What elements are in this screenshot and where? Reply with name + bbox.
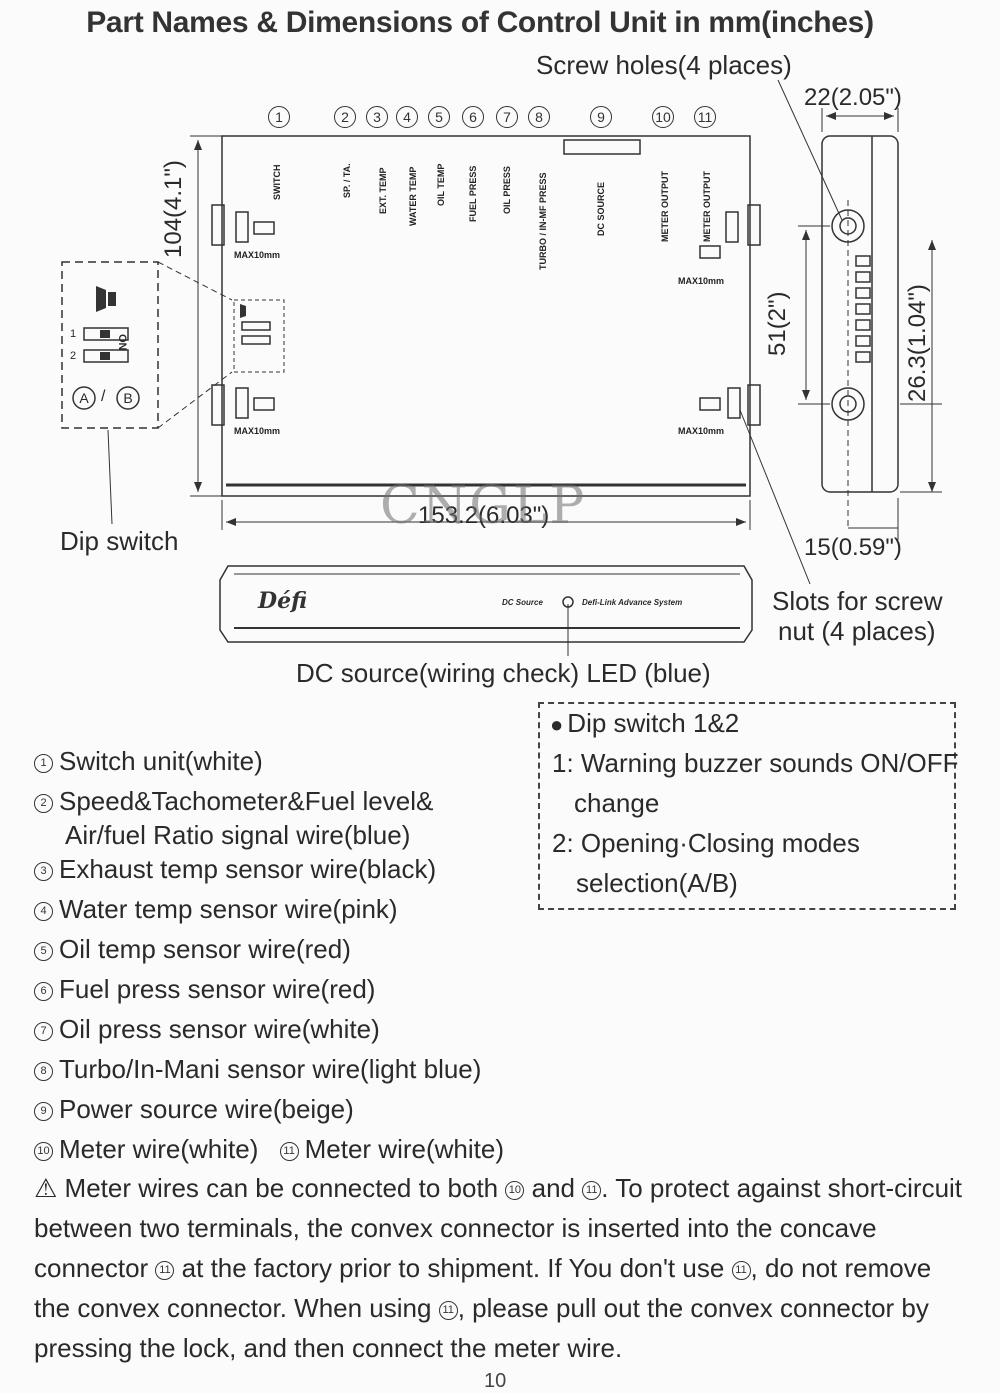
front-view-body [219,565,753,643]
dip-info-line2: 2: Opening·Closing modes [552,828,860,858]
dip-info-line2b: selection(A/B) [576,868,738,898]
connector-number-7: 7 [496,106,518,128]
front-system-label: Defi-Link Advance System [582,598,683,607]
connector-number-8: 8 [528,106,550,128]
dip-info-heading: ●Dip switch 1&2 [550,708,740,738]
side-view-body [821,135,899,493]
connector-label-meter-output-1: METER OUTPUT [660,171,670,242]
connector-label-water-temp: WATER TEMP [408,166,418,226]
dip-switch-info-box: ●Dip switch 1&2 1: Warning buzzer sounds… [538,702,959,910]
bottom-offset-dimension: 15(0.59") [804,534,902,561]
screw-holes-label: Screw holes(4 places) [536,50,792,80]
connector-label-switch: SWITCH [272,164,282,201]
slots-label-line1: Slots for screw [772,586,943,616]
warning-note: ⚠ Meter wires can be connected to both 1… [34,1173,963,1363]
connector-number-3: 3 [366,106,388,128]
connector-number-2: 2 [334,106,356,128]
page-number: 10 [484,1370,507,1392]
dip-sw2-label: 2 [70,350,77,362]
warning-icon: ⚠ [34,1173,58,1203]
max-label-bottom-left: MAX10mm [234,426,281,436]
connector-number-9: 9 [590,106,612,128]
dip-switch-label: Dip switch [60,526,179,556]
height-dimension: 104(4.1") [160,160,187,258]
depth-dimension: 22(2.05") [804,84,902,111]
width-dimension: 153.2(6.03") [418,502,550,529]
dip-info-line1: 1: Warning buzzer sounds ON/OFF [552,748,959,778]
top-view-body [221,135,751,497]
connector-label-dc-source: DC SOURCE [596,181,606,236]
connector-label-sp-ta: SP. / TA. [342,163,352,198]
max-label-bottom-right: MAX10mm [678,426,725,436]
connector-number-10: 10 [652,106,674,128]
led-label: DC source(wiring check) LED (blue) [296,658,711,688]
connector-number-1: 1 [268,106,290,128]
legend-item: Air/fuel Ratio signal wire(blue) [65,820,411,850]
side-offset-dimension: 26.3(1.04") [904,284,931,402]
hole-spacing-dimension: 51(2") [764,291,791,356]
bullet-icon: ● [550,712,564,737]
connector-label-oil-press: OIL PRESS [502,166,512,214]
power-connector-notch [563,139,641,155]
brand-logo: Défi [258,588,308,614]
connector-label-fuel-press: FUEL PRESS [468,165,478,222]
connector-label-oil-temp: OIL TEMP [436,163,446,206]
max-label-top-right: MAX10mm [678,276,725,286]
dip-info-line1b: change [574,788,660,818]
slots-label-line2: nut (4 places) [778,616,936,646]
control-unit-drawing [61,79,942,656]
connector-label-ext-temp: EXT. TEMP [378,167,388,214]
connector-label-turbo: TURBO / IN-MF PRESS [538,172,548,270]
front-dc-source-label: DC Source [502,598,543,607]
page-title: Part Names & Dimensions of Control Unit … [86,6,874,39]
dip-slash-label: / [101,388,106,405]
connector-number-5: 5 [428,106,450,128]
connector-label-meter-output-2: METER OUTPUT [702,171,712,242]
dip-sw1-label: 1 [70,328,77,340]
connector-number-4: 4 [396,106,418,128]
watermark: CNGLP [380,476,587,536]
max-label-top-left: MAX10mm [234,250,281,260]
dip-b-label: B [123,390,133,406]
dip-on-label: ON [116,334,128,351]
connector-number-11: 11 [694,106,716,128]
connector-number-6: 6 [462,106,484,128]
dip-a-label: A [79,390,89,406]
